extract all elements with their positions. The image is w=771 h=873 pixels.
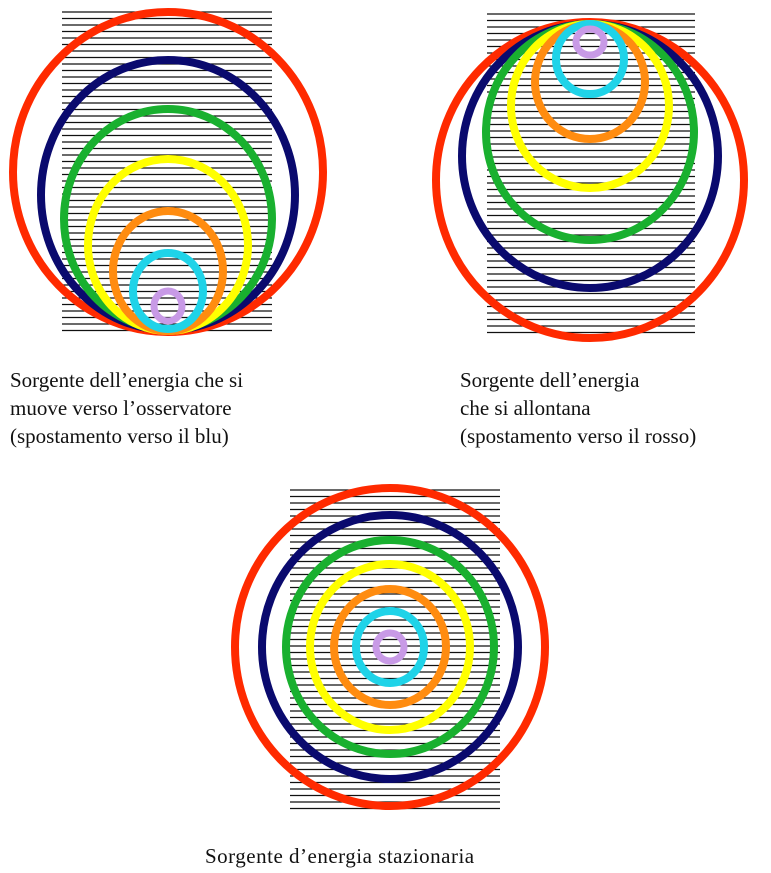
red-ring (231, 484, 549, 810)
orange-ring (109, 207, 227, 335)
blueshift-caption-line-2: muove verso l’osservatore (10, 396, 232, 420)
cyan-ring (552, 20, 628, 98)
redshift-caption: Sorgente dell’energia che si allontana (… (460, 366, 696, 450)
stationary-caption-line-1: Sorgente d’energia stazionaria (205, 844, 475, 868)
yellow-ring (84, 155, 252, 335)
cyan-ring (129, 249, 207, 333)
violet-ring (150, 287, 186, 325)
blueshift-diagram (0, 0, 340, 340)
orange-ring (330, 585, 450, 709)
yellow-ring (306, 560, 474, 734)
blueshift-caption: Sorgente dell’energia che si muove verso… (10, 366, 243, 450)
cyan-ring (352, 607, 428, 687)
blueshift-caption-line-3: (spostamento verso il blu) (10, 424, 229, 448)
redshift-caption-line-1: Sorgente dell’energia (460, 368, 640, 392)
orange-ring (531, 21, 649, 143)
blueshift-caption-line-1: Sorgente dell’energia che si (10, 368, 244, 392)
green-ring (282, 536, 498, 758)
violet-ring (372, 629, 408, 665)
stationary-diagram (230, 480, 560, 820)
navy-ring (258, 511, 522, 783)
redshift-caption-line-2: che si allontana (460, 396, 591, 420)
redshift-caption-line-3: (spostamento verso il rosso) (460, 424, 697, 448)
violet-ring (572, 25, 608, 59)
redshift-diagram (420, 0, 760, 345)
stationary-wavefronts (231, 484, 549, 810)
blueshift-wavefronts (9, 8, 327, 336)
redshift-wavefronts (432, 13, 748, 342)
stationary-caption: Sorgente d’energia stazionaria (205, 842, 475, 870)
